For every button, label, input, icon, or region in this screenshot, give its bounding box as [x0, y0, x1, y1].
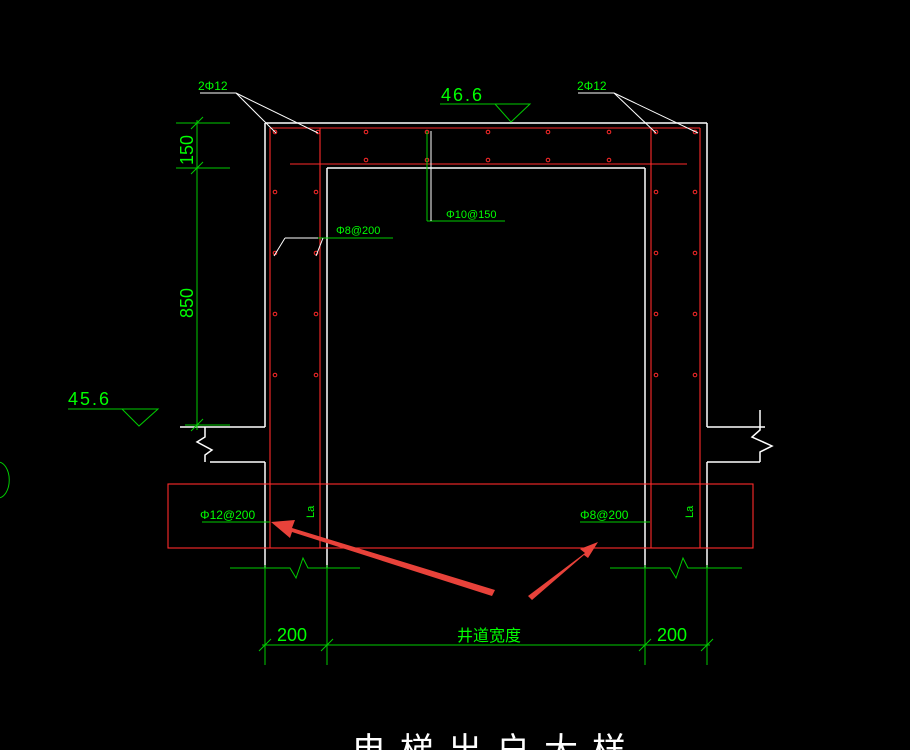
rebar-label-foundation-right: Φ8@200 — [580, 508, 629, 522]
rebar-dot — [272, 129, 278, 135]
rebar-label-top-left: 2Φ12 — [198, 79, 228, 93]
dimension-lines — [0, 103, 742, 665]
rebar-dot — [485, 157, 491, 163]
rebar-label-wall: Φ8@200 — [336, 225, 380, 237]
elevation-bottom-label: 45.6 — [68, 389, 111, 409]
rebar-dot — [653, 189, 659, 195]
rebar-dot — [272, 189, 278, 195]
rebar-layout — [167, 127, 754, 549]
rebar-dot — [692, 189, 698, 195]
leader-lines — [200, 92, 699, 257]
rebar-dot — [545, 157, 551, 163]
rebar-dot — [272, 372, 278, 378]
rebar-dot — [653, 129, 659, 135]
rebar-label-foundation-left: Φ12@200 — [200, 508, 255, 522]
rebar-dot — [363, 129, 369, 135]
rebar-dot — [313, 372, 319, 378]
rebar-dot — [313, 311, 319, 317]
rebar-dot — [692, 311, 698, 317]
elevation-top-label: 46.6 — [441, 85, 484, 105]
rebar-dot — [363, 157, 369, 163]
rebar-label-stirrup: Φ10@150 — [446, 209, 497, 221]
dimension-wall: 850 — [177, 288, 197, 318]
rebar-dot — [272, 311, 278, 317]
dimension-left-wall: 200 — [277, 625, 307, 645]
rebar-label-top-right: 2Φ12 — [577, 79, 607, 93]
dimension-right-wall: 200 — [657, 625, 687, 645]
concrete-outline — [180, 122, 774, 568]
rebar-dot — [653, 250, 659, 256]
dimension-top-beam: 150 — [177, 135, 197, 165]
rebar-dot — [313, 189, 319, 195]
rebar-dot — [653, 372, 659, 378]
rebar-dot — [485, 129, 491, 135]
rebar-dot — [692, 372, 698, 378]
callout-arrows — [271, 520, 598, 600]
anchorage-label-left: La — [305, 505, 317, 518]
drawing-title: 电梯出户大样 — [352, 732, 640, 750]
rebar-dot — [653, 311, 659, 317]
rebar-dot — [606, 157, 612, 163]
rebar-dot — [606, 129, 612, 135]
rebar-dot — [545, 129, 551, 135]
rebar-dot-group — [272, 129, 698, 378]
dimension-shaft-width: 井道宽度 — [457, 627, 521, 645]
anchorage-label-right: La — [684, 505, 696, 518]
rebar-dot — [692, 250, 698, 256]
